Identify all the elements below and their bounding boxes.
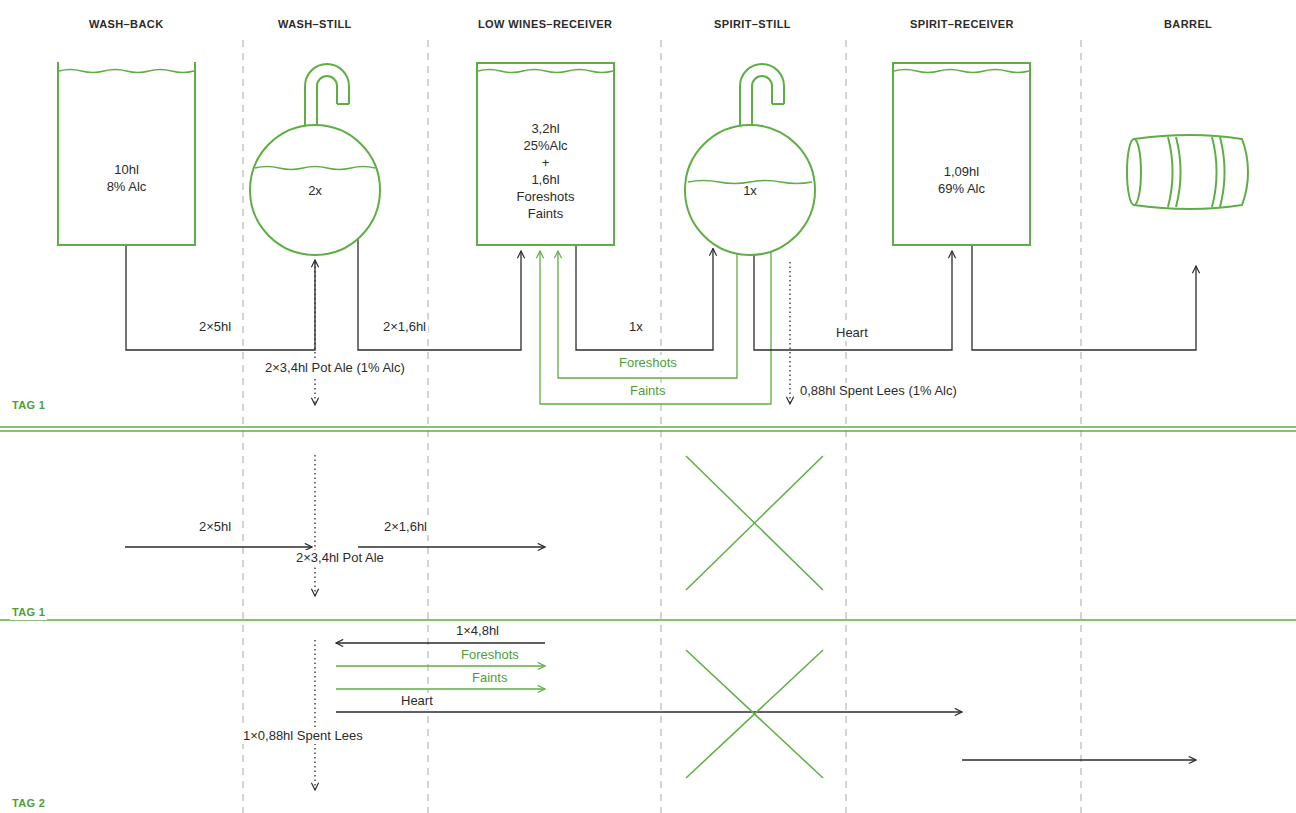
still-neck [337, 103, 349, 105]
waste-outflow [314, 640, 315, 790]
unused-cross [686, 650, 823, 778]
liquid-level [894, 70, 1029, 73]
waste-outflow [315, 262, 790, 790]
flow-arrow [336, 711, 962, 712]
flow-arrow [125, 546, 312, 547]
barrel-symbol [1168, 137, 1173, 207]
day-separator [0, 427, 1296, 620]
flow-label: 2×5hl [197, 319, 233, 335]
unused-cross [686, 650, 823, 778]
flow-note: 2×3,4hl Pot Ale [294, 550, 386, 566]
flow-connector [754, 251, 952, 350]
flow-connector [576, 246, 713, 350]
node-text: 1,09hl [944, 163, 979, 180]
node-text: 2x [308, 182, 322, 199]
column-heading: BARREL [1162, 16, 1214, 32]
column-heading: SPIRIT–RECEIVER [908, 16, 1016, 32]
return-flow-connector [540, 251, 771, 404]
liquid-level [255, 167, 375, 170]
flow-note: 2×3,4hl Pot Ale (1% Alc) [263, 360, 407, 376]
node-text: 1x [743, 182, 757, 199]
day-separator [0, 619, 1296, 621]
flow-arrow [972, 246, 1196, 350]
node-text: 10hl [114, 161, 139, 178]
day-label: TAG 2 [10, 795, 47, 811]
day-separator [0, 426, 1296, 428]
flow-label: Faints [628, 383, 667, 399]
node-text: 3,2hl [531, 120, 559, 137]
flow-arrow [358, 546, 545, 547]
flow-note: 1×4,8hl [454, 623, 501, 639]
flow-label: Heart [834, 325, 870, 341]
barrel-symbol [1134, 135, 1248, 209]
node-text: + [542, 154, 550, 171]
still-neck [752, 76, 772, 124]
unused-cross [686, 456, 823, 590]
flow-label: 1x [627, 319, 645, 335]
day-separator [0, 430, 1296, 432]
flow-note: 1×0,88hl Spent Lees [241, 728, 365, 744]
column-heading: WASH–STILL [276, 16, 354, 32]
waste-outflow [314, 455, 315, 596]
flow-note: 2×1,6hl [382, 519, 429, 535]
column-heading: LOW WINES–RECEIVER [476, 16, 614, 32]
node-text: Foreshots [517, 188, 575, 205]
node-text: 25%Alc [523, 137, 567, 154]
still-neck [772, 103, 784, 105]
still-neck [317, 76, 337, 124]
still-neck [305, 64, 349, 125]
still-neck [305, 64, 784, 125]
flow-arrow [336, 642, 545, 643]
green-flow-arrow [336, 666, 545, 689]
barrel-symbol [1127, 139, 1141, 205]
flow-note: Foreshots [459, 647, 521, 663]
unused-cross [686, 456, 823, 590]
still-neck [740, 64, 784, 125]
flow-label: 2×1,6hl [381, 319, 428, 335]
receiver-box: 3,2hl25%Alc+1,6hlForeshotsFaints [476, 62, 615, 246]
receiver-box: 1,09hl69% Alc [892, 62, 1031, 246]
flow-connector [358, 239, 521, 350]
node-text: Faints [528, 205, 563, 222]
liquid-level [478, 70, 613, 73]
node-text: 69% Alc [938, 180, 985, 197]
waste-outflow [789, 262, 790, 404]
barrel-symbol [1176, 137, 1181, 207]
still-outline [250, 125, 380, 255]
receiver-box: 10hl8% Alc [57, 62, 196, 246]
flow-note: Faints [470, 670, 509, 686]
still-node: 2x [249, 124, 381, 256]
barrel-symbol [1220, 137, 1225, 207]
node-text: 1,6hl [531, 171, 559, 188]
still-node: 1x [684, 124, 816, 256]
unused-cross [686, 456, 823, 778]
flow-arrow [962, 759, 1196, 760]
barrel-symbol [1127, 135, 1248, 209]
flow-note: 0,88hl Spent Lees (1% Alc) [798, 383, 959, 399]
flow-label: Foreshots [617, 355, 679, 371]
column-heading: SPIRIT–STILL [712, 16, 793, 32]
green-flow-arrow [336, 665, 545, 666]
day-label: TAG 1 [10, 397, 47, 413]
flow-note: Heart [399, 693, 435, 709]
day-label: TAG 1 [10, 604, 47, 620]
barrel-symbol [1212, 137, 1217, 207]
liquid-level [59, 70, 1029, 73]
green-flow-arrow [336, 688, 545, 689]
liquid-level [59, 70, 194, 73]
column-heading: WASH–BACK [87, 16, 166, 32]
still-outline [685, 125, 815, 255]
return-flow-connector [558, 251, 737, 378]
flow-arrow [125, 246, 1196, 760]
flow-note: 2×5hl [197, 519, 233, 535]
node-text: 8% Alc [107, 178, 147, 195]
flow-connector [126, 246, 315, 350]
